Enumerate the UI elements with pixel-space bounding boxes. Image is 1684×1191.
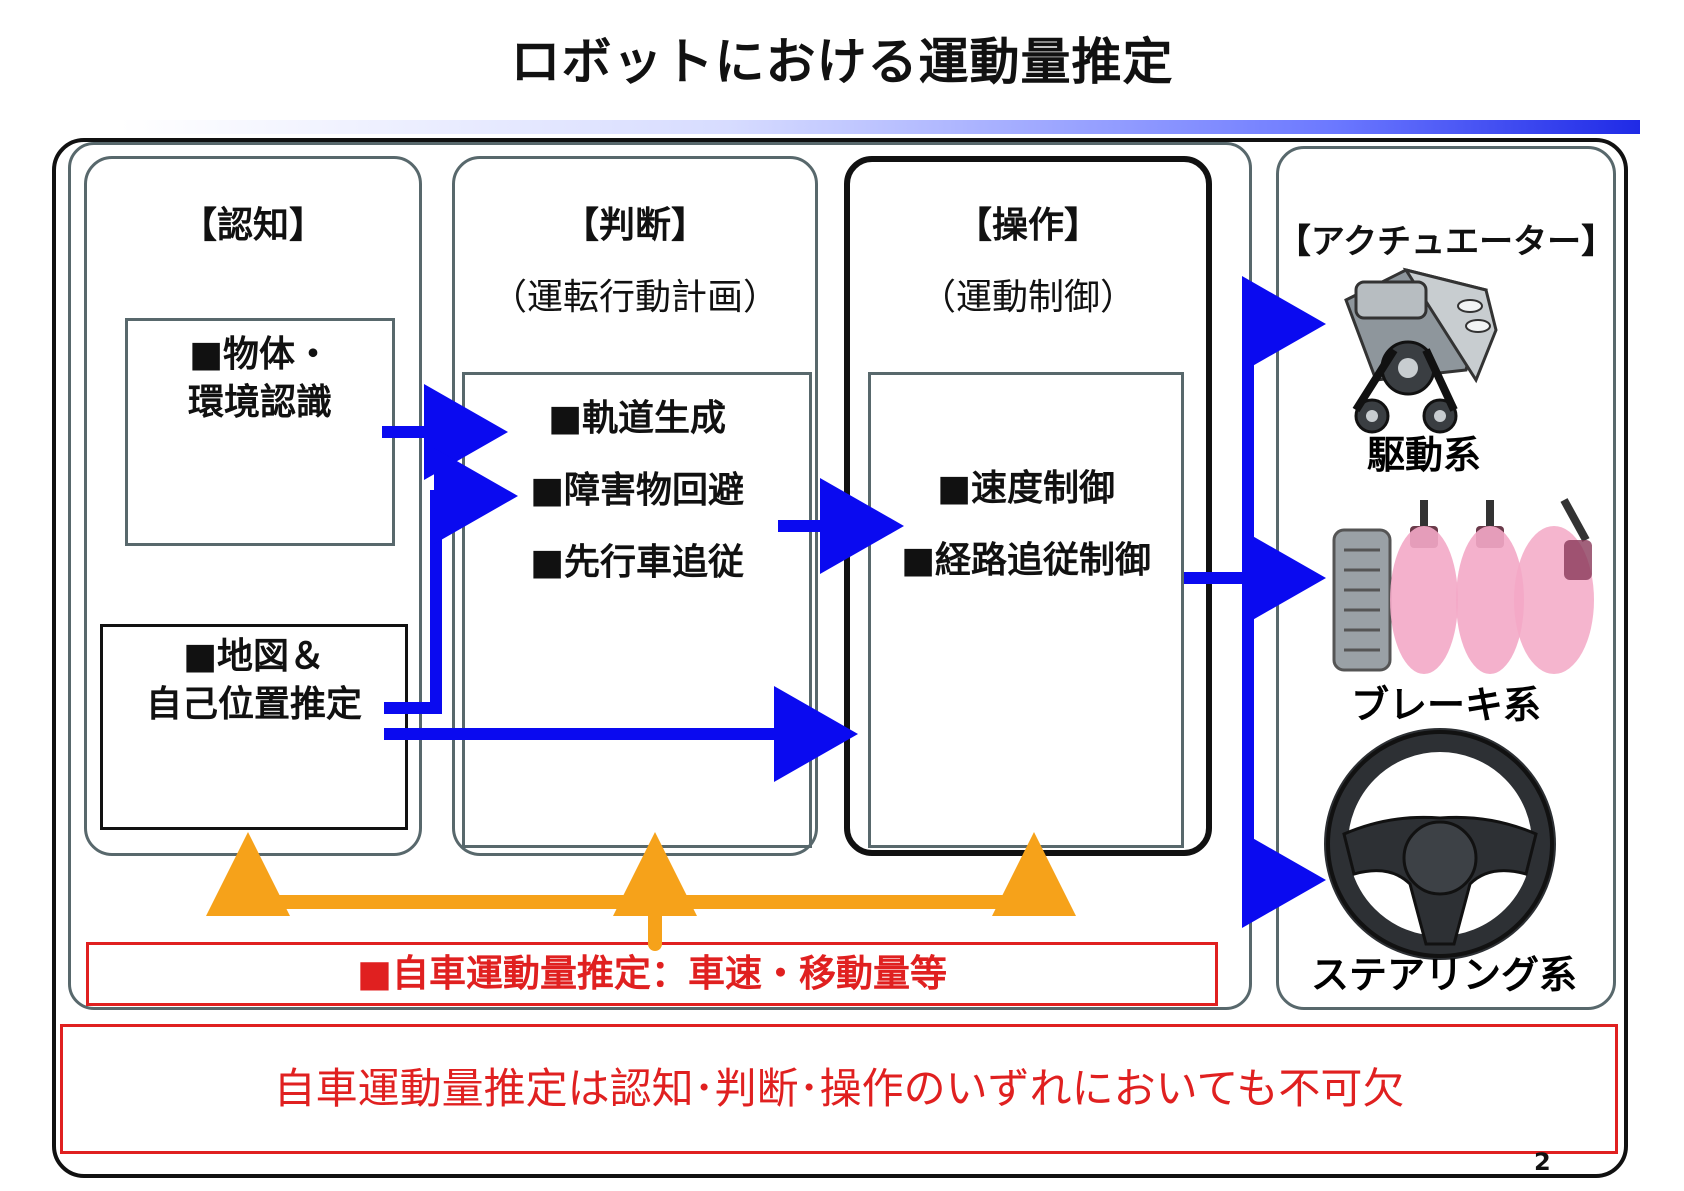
planning-item-3: ■先行車追従	[529, 542, 744, 583]
column-sosa-subheading: （運動制御）	[919, 277, 1136, 318]
column-actuator-heading: 【アクチュエーター】	[1276, 222, 1616, 262]
page-number: 2	[1534, 1148, 1551, 1176]
planning-item-1: ■軌道生成	[547, 398, 726, 439]
localization-line-2: 自己位置推定	[145, 684, 362, 725]
localization-box: ■地図＆ 自己位置推定	[100, 624, 408, 830]
title-underline	[120, 120, 1640, 134]
page-title: ロボットにおける運動量推定	[510, 33, 1174, 91]
control-item-2: ■経路追従制御	[900, 540, 1151, 581]
localization-line-1: ■地図＆	[182, 636, 325, 677]
object-recognition-line-1: ■物体・	[188, 334, 331, 375]
engine-icon	[1344, 267, 1498, 434]
column-sosa-heading: 【操作】	[955, 205, 1100, 246]
outer-frame	[52, 138, 1628, 1178]
actuator-steering-label: ステアリング系	[1311, 953, 1577, 997]
conclusion-box: 自車運動量推定は認知･判断･操作のいずれにおいても不可欠	[60, 1024, 1618, 1154]
planning-item-2: ■障害物回避	[529, 470, 744, 511]
pedals-icon	[1332, 498, 1594, 674]
object-recognition-box: ■物体・ 環境認識	[125, 318, 395, 546]
steering-wheel-icon	[1324, 728, 1556, 960]
object-recognition-line-2: 環境認識	[187, 382, 332, 423]
column-handan-heading: 【判断】	[562, 205, 707, 246]
control-item-1: ■速度制御	[936, 468, 1115, 509]
column-handan-subheading: （運転行動計画）	[490, 277, 779, 318]
planning-box: ■軌道生成 ■障害物回避 ■先行車追従	[462, 372, 812, 848]
arrow-to-drive	[1242, 276, 1326, 880]
actuator-drive-label: 駆動系	[1367, 433, 1481, 477]
conclusion-text: 自車運動量推定は認知･判断･操作のいずれにおいても不可欠	[273, 1064, 1405, 1113]
arrow-localization-to-planning	[384, 448, 518, 714]
estimate-label: ■自車運動量推定：車速・移動量等	[357, 952, 947, 995]
column-ninchi-heading: 【認知】	[180, 205, 325, 246]
actuator-brake-label: ブレーキ系	[1351, 683, 1541, 727]
